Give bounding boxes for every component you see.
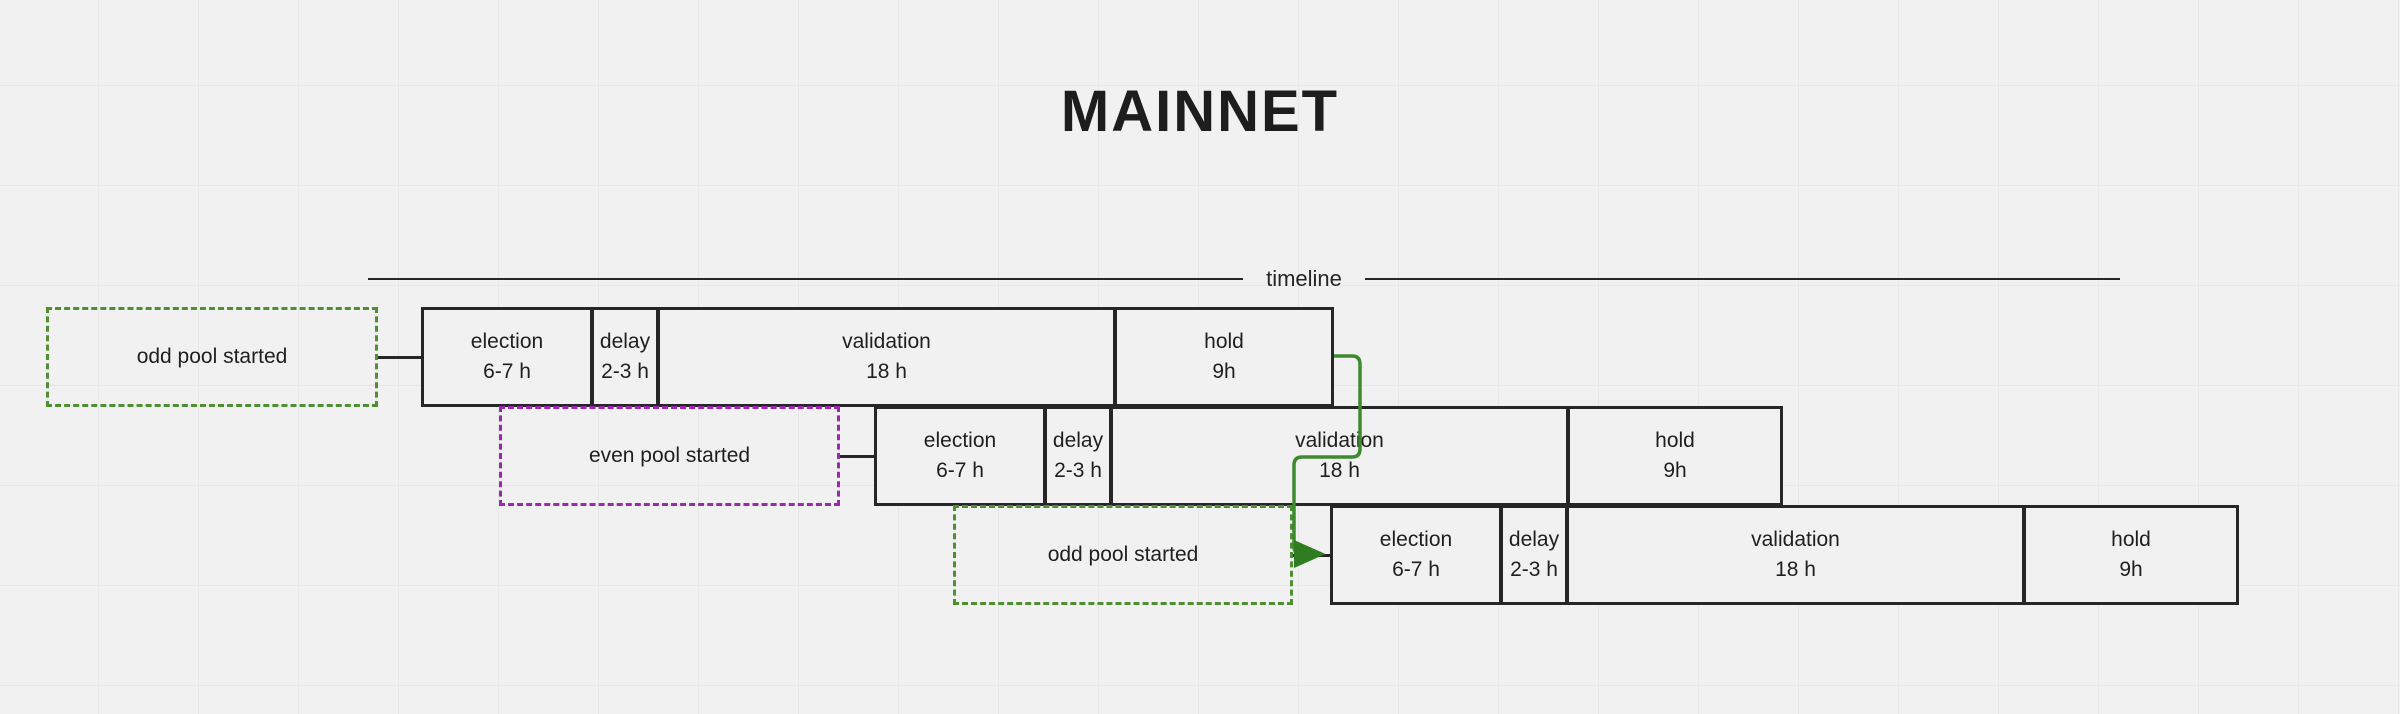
phase-duration: 18 h — [1775, 558, 1816, 581]
timeline-row-3: election 6-7 h delay 2-3 h validation 18… — [0, 505, 2400, 605]
phase-box-election-row2[interactable]: election 6-7 h — [874, 406, 1046, 506]
phase-name: election — [923, 429, 997, 452]
phase-box-validation-row2[interactable]: validation 18 h — [1110, 406, 1569, 506]
timeline-row-1: election 6-7 h delay 2-3 h validation 18… — [0, 307, 2400, 407]
timeline-axis: timeline — [368, 262, 2120, 302]
phase-duration: 18 h — [866, 360, 907, 383]
phase-box-hold-row1[interactable]: hold 9h — [1114, 307, 1334, 407]
phase-box-delay-row2[interactable]: delay 2-3 h — [1044, 406, 1112, 506]
phase-box-election-row3[interactable]: election 6-7 h — [1330, 505, 1502, 605]
phase-duration: 9h — [2119, 558, 2143, 581]
page-title: MAINNET — [1060, 79, 1340, 144]
phase-duration: 2-3 h — [1510, 558, 1558, 581]
phase-duration: 9h — [1212, 360, 1236, 383]
phase-duration: 2-3 h — [601, 360, 649, 383]
note-label: odd pool started — [136, 345, 288, 368]
note-label: odd pool started — [1047, 543, 1199, 566]
phase-box-validation-row3[interactable]: validation 18 h — [1566, 505, 2025, 605]
timeline-label: timeline — [1266, 266, 1342, 291]
phase-duration: 6-7 h — [936, 459, 984, 482]
timeline-row-2: election 6-7 h delay 2-3 h validation 18… — [0, 406, 2400, 506]
phase-box-hold-row3[interactable]: hold 9h — [2023, 505, 2239, 605]
phase-box-validation-row1[interactable]: validation 18 h — [657, 307, 1116, 407]
phase-name: validation — [1295, 429, 1384, 452]
note-connector-row2 — [840, 455, 874, 458]
phase-name: hold — [1204, 330, 1244, 353]
phase-name: validation — [842, 330, 931, 353]
note-odd-pool-started-row3: odd pool started — [953, 505, 1293, 605]
phase-box-election-row1[interactable]: election 6-7 h — [421, 307, 593, 407]
phase-duration: 18 h — [1319, 459, 1360, 482]
phase-name: delay — [1052, 429, 1104, 452]
phase-duration: 6-7 h — [483, 360, 531, 383]
note-label: even pool started — [588, 444, 751, 467]
phase-box-delay-row3[interactable]: delay 2-3 h — [1500, 505, 1568, 605]
note-even-pool-started-row2: even pool started — [499, 406, 840, 506]
phase-duration: 2-3 h — [1054, 459, 1102, 482]
phase-name: delay — [599, 330, 651, 353]
note-odd-pool-started-row1: odd pool started — [46, 307, 378, 407]
phase-name: election — [470, 330, 544, 353]
phase-duration: 9h — [1663, 459, 1687, 482]
phase-box-delay-row1[interactable]: delay 2-3 h — [591, 307, 659, 407]
phase-name: delay — [1508, 528, 1560, 551]
note-connector-row1 — [378, 356, 421, 359]
phase-duration: 6-7 h — [1392, 558, 1440, 581]
phase-name: hold — [2111, 528, 2151, 551]
timeline-line-right — [1365, 278, 2120, 280]
phase-box-hold-row2[interactable]: hold 9h — [1567, 406, 1783, 506]
timeline-line-left — [368, 278, 1243, 280]
phase-name: hold — [1655, 429, 1695, 452]
phase-name: election — [1379, 528, 1453, 551]
phase-name: validation — [1751, 528, 1840, 551]
